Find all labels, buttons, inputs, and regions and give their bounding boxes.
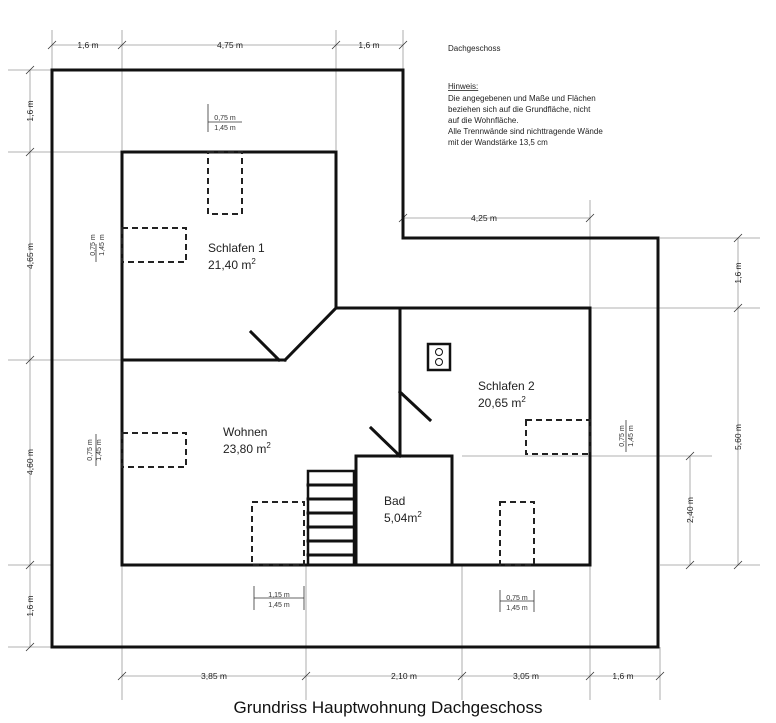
room-schlafen1-area: 21,40 m2: [208, 257, 256, 272]
note-line-5: mit der Wandstärke 13,5 cm: [448, 138, 548, 147]
outer-wall: [50, 68, 660, 649]
room-bad-name: Bad: [384, 494, 405, 508]
window-label-bottom-left: 1,15 m 1,45 m: [253, 586, 305, 610]
interior-walls: [120, 150, 592, 567]
svg-text:0,75 m: 0,75 m: [214, 115, 236, 122]
dim-right-mid: 4,25 m: [471, 213, 497, 223]
window-right: [525, 419, 591, 455]
window-label-left-upper: 0,75 m 1,45 m: [90, 234, 106, 262]
level-title: Dachgeschoss: [448, 44, 500, 53]
svg-text:0,75 m: 0,75 m: [506, 595, 528, 602]
svg-text:0,75 m: 0,75 m: [619, 425, 626, 447]
note-line-1: Die angegebenen und Maße und Flächen: [448, 94, 596, 103]
dim-bottom-4: 1,6 m: [612, 671, 633, 681]
window-top: [207, 151, 243, 215]
stairs: [306, 469, 356, 567]
dim-left-2: 4,65 m: [25, 243, 35, 269]
window-left-lower: [121, 432, 187, 468]
svg-text:1,45 m: 1,45 m: [99, 234, 106, 256]
chimney: [426, 342, 452, 372]
note-line-2: beziehen sich auf die Grundfläche, nicht: [448, 105, 591, 114]
svg-text:0,75 m: 0,75 m: [90, 234, 97, 256]
room-schlafen1-name: Schlafen 1: [208, 241, 265, 255]
note-line-3: auf die Wohnfläche.: [448, 116, 519, 125]
dim-left-1: 1,6 m: [25, 100, 35, 121]
note-line-4: Alle Trennwände sind nichttragende Wände: [448, 127, 603, 136]
dim-bottom-1: 3,85 m: [201, 671, 227, 681]
dim-bottom-3: 3,05 m: [513, 671, 539, 681]
dim-top-1: 1,6 m: [77, 40, 98, 50]
window-label-top: 0,75 m 1,45 m: [207, 104, 242, 132]
window-bottom-left: [251, 501, 305, 566]
plan-caption: Grundriss Hauptwohnung Dachgeschoss: [233, 698, 543, 717]
room-schlafen2-area: 20,65 m2: [478, 395, 526, 410]
roof-windows: [121, 151, 591, 566]
window-label-bottom-right: 0,75 m 1,45 m: [499, 590, 535, 612]
dim-top-2: 4,75 m: [217, 40, 243, 50]
svg-text:1,45 m: 1,45 m: [96, 439, 103, 461]
svg-text:0,75 m: 0,75 m: [87, 439, 94, 461]
room-wohnen-name: Wohnen: [223, 425, 267, 439]
dim-right-2: 5,60 m: [733, 424, 743, 450]
dim-left-3: 4,60 m: [25, 449, 35, 475]
dim-bottom-2: 2,10 m: [391, 671, 417, 681]
window-bottom-right: [499, 501, 535, 566]
svg-text:1,15 m: 1,15 m: [268, 592, 290, 599]
svg-text:1,45 m: 1,45 m: [628, 425, 635, 447]
svg-text:1,45 m: 1,45 m: [268, 602, 290, 609]
room-wohnen-area: 23,80 m2: [223, 441, 271, 456]
window-label-left-lower: 0,75 m 1,45 m: [87, 434, 103, 466]
dim-left-4: 1,6 m: [25, 595, 35, 616]
room-bad-area: 5,04m2: [384, 510, 422, 525]
svg-text:1,45 m: 1,45 m: [506, 605, 528, 612]
dim-right-3: 2,40 m: [685, 497, 695, 523]
room-schlafen2-name: Schlafen 2: [478, 379, 535, 393]
dim-top-3: 1,6 m: [358, 40, 379, 50]
note-title: Hinweis:: [448, 82, 478, 91]
svg-text:1,45 m: 1,45 m: [214, 125, 236, 132]
window-label-right: 0,75 m 1,45 m: [619, 420, 635, 452]
dim-right-1: 1,6 m: [733, 262, 743, 283]
window-left-upper: [121, 227, 187, 263]
